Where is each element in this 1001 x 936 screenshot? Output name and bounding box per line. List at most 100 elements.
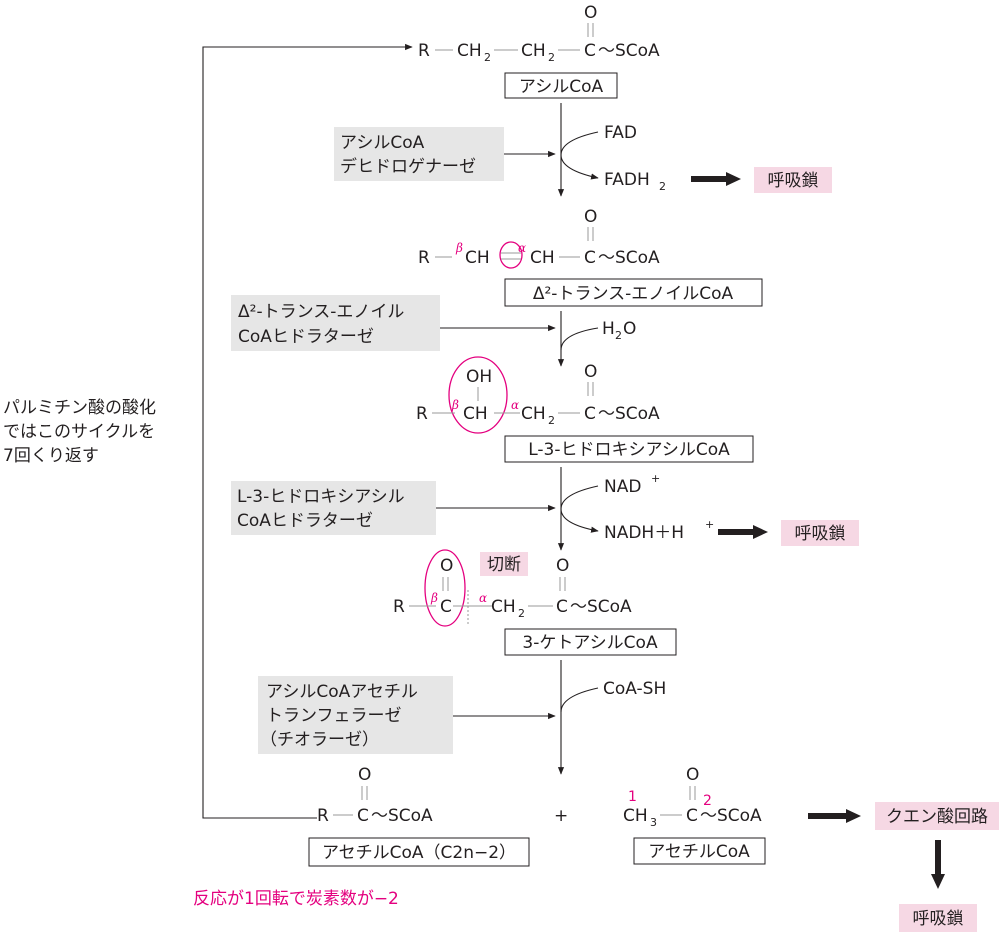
atom-scoa: 〜SCoA <box>598 404 660 424</box>
atom-c: C <box>357 806 369 826</box>
atom-oh: OH <box>466 367 492 387</box>
atom-c: C <box>440 597 452 617</box>
carbon-count-note: 反応が1回転で炭素数が−2 <box>193 889 399 909</box>
enzyme-box <box>258 676 453 754</box>
pink-box <box>781 520 859 546</box>
label-box <box>308 837 530 867</box>
cofactor-curve-in <box>560 687 599 713</box>
cleavage-highlight-ring <box>424 549 466 627</box>
cofactor-curve-arrow <box>560 131 599 180</box>
carbon-number-2: 2 <box>703 793 712 809</box>
atom-o: O <box>358 765 371 785</box>
enzyme2-line2: CoAヒドラターゼ <box>238 327 374 347</box>
atom-ch2: CH <box>491 597 516 617</box>
superscript-plus: + <box>651 472 660 485</box>
atom-ch2: CH <box>521 404 546 424</box>
label-beta: β <box>451 398 459 412</box>
side-note-line3: 7回くり返す <box>3 446 99 466</box>
subscript-2: 2 <box>659 180 666 193</box>
subscript-2: 2 <box>548 51 555 64</box>
label-alpha: α <box>511 398 519 412</box>
enzyme3-line1: L-3-ヒドロキシアシル <box>237 487 405 507</box>
compound-label-hydroxy-coa: L-3-ヒドロキシアシルCoA <box>528 440 730 460</box>
atom-r: R <box>317 806 329 826</box>
thick-arrow-head <box>726 172 741 186</box>
atom-c: C <box>584 404 596 424</box>
atom-scoa: 〜SCoA <box>570 597 632 617</box>
pink-box <box>899 904 977 932</box>
atom-c: C <box>584 41 596 61</box>
enzyme4-line2: トランフェラーゼ <box>266 706 402 726</box>
thick-arrow-head <box>931 874 945 889</box>
subscript-2: 2 <box>615 329 622 342</box>
side-note-line1: パルミチン酸の酸化 <box>3 398 156 418</box>
cofactor-curve-in <box>560 327 599 351</box>
atom-o: O <box>686 765 699 785</box>
pink-box <box>754 167 832 193</box>
enzyme1-line2: デヒドロゲナーゼ <box>340 156 476 177</box>
pink-box <box>875 802 999 830</box>
compound-label-acetyl-coa: アセチルCoA <box>648 842 750 862</box>
label-cleavage: 切断 <box>487 555 521 575</box>
compound-label-acyl-coa: アシルCoA <box>519 77 604 97</box>
structure-acyl-coa: O R CH 2 CH 2 C 〜SCoA <box>418 3 660 64</box>
label-beta: β <box>430 591 438 605</box>
compound-label-shortened-acyl-coa: アセチルCoA（C2n−2） <box>322 843 516 863</box>
cofactor-coash: CoA-SH <box>603 679 666 699</box>
atom-r: R <box>416 404 428 424</box>
carbon-number-1: 1 <box>628 789 637 805</box>
label-alpha: α <box>518 241 526 255</box>
atom-ch: CH <box>463 404 488 424</box>
label-respiratory-chain: 呼吸鎖 <box>768 171 819 191</box>
label-box <box>504 72 618 99</box>
compound-label-enoyl-coa: Δ²-トランス-エノイルCoA <box>533 284 734 304</box>
atom-o: O <box>584 207 597 227</box>
label-beta: β <box>455 241 463 255</box>
compound-label-keto-coa: 3-ケトアシルCoA <box>522 633 658 653</box>
atom-o: O <box>556 556 569 576</box>
structure-enoyl-coa: O R β CH α CH C 〜SCoA <box>418 207 660 269</box>
atom-r: R <box>418 248 430 268</box>
atom-ch3: CH <box>623 806 648 826</box>
thick-arrow-head <box>846 809 861 823</box>
side-note: パルミチン酸の酸化 ではこのサイクルを 7回くり返す <box>3 398 156 466</box>
structure-hydroxy-coa: OH O R β CH α CH 2 C 〜SCoA <box>416 356 660 434</box>
thick-arrow-head <box>753 525 768 539</box>
label-respiratory-chain: 呼吸鎖 <box>795 524 846 544</box>
cofactor-fad: FAD <box>604 123 637 143</box>
atom-ch2: CH <box>457 41 482 61</box>
atom-o: O <box>584 3 597 23</box>
label-box <box>633 837 766 865</box>
subscript-3: 3 <box>650 816 657 829</box>
atom-c: C <box>584 248 596 268</box>
cofactor-fadh2: FADH <box>604 170 650 190</box>
atom-scoa: 〜SCoA <box>598 41 660 61</box>
atom-ch: CH <box>465 248 490 268</box>
label-box <box>504 435 754 463</box>
atom-o: O <box>584 362 597 382</box>
enzyme3-line2: CoAヒドラターゼ <box>237 511 373 531</box>
atom-ch: CH <box>530 248 555 268</box>
subscript-2: 2 <box>484 51 491 64</box>
atom-o: O <box>623 319 636 339</box>
atom-r: R <box>393 597 405 617</box>
enzyme-box <box>231 295 440 351</box>
atom-c: C <box>556 597 568 617</box>
atom-c: C <box>686 806 698 826</box>
cofactor-nadh: NADH＋H <box>604 523 684 543</box>
hydroxy-highlight-ring <box>448 356 508 434</box>
structure-acetyl-coa: 1 O 2 CH 3 C 〜SCoA <box>623 765 762 829</box>
superscript-plus: + <box>705 518 714 531</box>
side-note-line2: ではこのサイクルを <box>3 422 155 442</box>
enzyme-box <box>334 127 504 181</box>
atom-o: O <box>440 556 453 576</box>
double-bond-highlight-ring <box>499 241 523 269</box>
enzyme-box <box>231 481 436 535</box>
enzyme4-line3: （チオラーゼ） <box>260 730 379 750</box>
enzyme4-line1: アシルCoAアセチル <box>266 682 418 702</box>
atom-scoa: 〜SCoA <box>371 806 433 826</box>
structure-keto-coa: O 切断 O R β C α CH 2 C 〜SCoA <box>393 549 632 627</box>
atom-ch2: CH <box>521 41 546 61</box>
recycle-loop-arrow <box>202 43 413 819</box>
